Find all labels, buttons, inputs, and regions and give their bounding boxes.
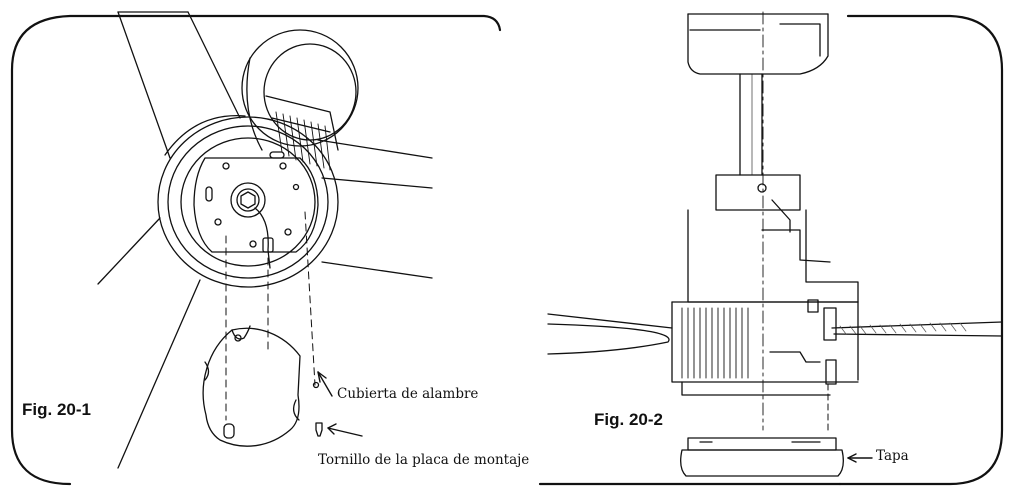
fig-20-2-label: Fig. 20-2 <box>594 410 663 429</box>
fan-assembly-drawing <box>97 11 433 469</box>
left-frame <box>10 14 502 486</box>
callout-mounting-plate-screw: Tornillo de la placa de montaje <box>318 452 530 468</box>
right-frame <box>838 14 1004 486</box>
fig-20-1-label: Fig. 20-1 <box>22 400 91 419</box>
callout-wire-cover: Cubierta de alambre <box>337 386 479 402</box>
callout-cap: Tapa <box>876 448 909 464</box>
cross-section-drawing <box>547 11 1003 477</box>
